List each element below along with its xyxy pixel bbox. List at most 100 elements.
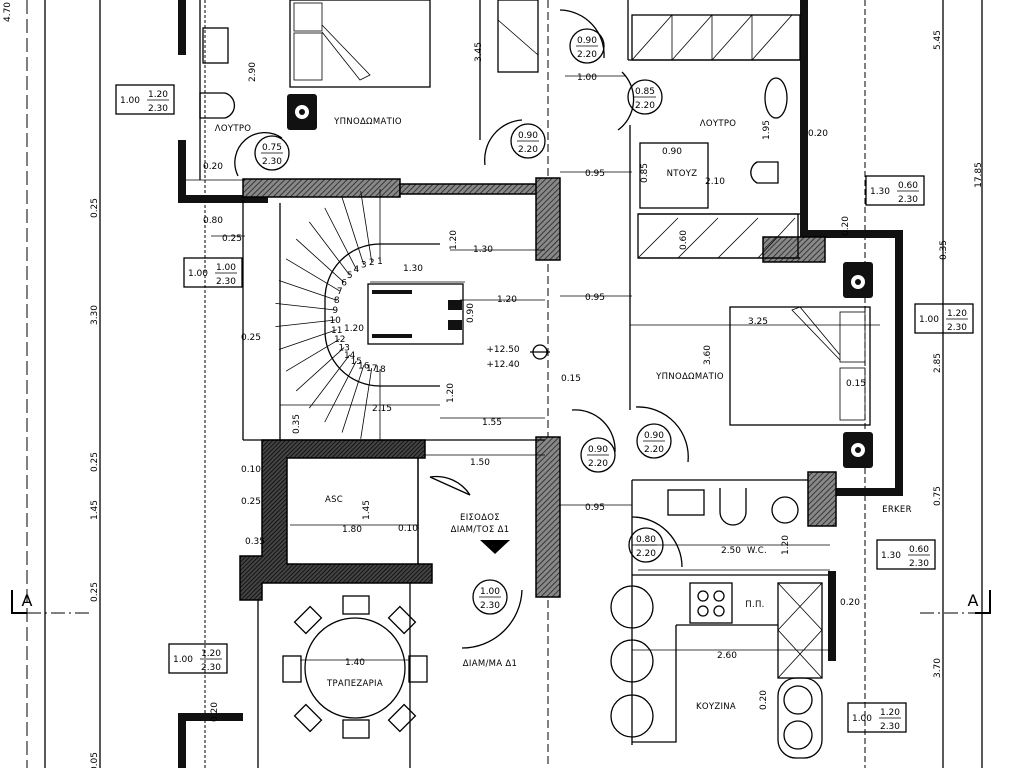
window-tag xyxy=(876,539,936,570)
dimension-label: 1.50 xyxy=(470,458,490,468)
stair-step-number: 11 xyxy=(331,326,342,336)
stair-step-number: 5 xyxy=(347,271,353,281)
dimension-label: 0.60 xyxy=(679,230,689,250)
dimension-label: 1.20 xyxy=(446,383,456,403)
room-label: ΛΟΥΤΡΟ xyxy=(700,119,737,129)
section-marker-left: A xyxy=(22,591,33,610)
door-width: 0.90 xyxy=(577,36,597,46)
room-label: ΥΠΝΟΔΩΜΑΤΙΟ xyxy=(333,117,402,127)
staircase xyxy=(324,243,464,387)
dimension-label: 1.45 xyxy=(90,500,100,520)
stair-step-number: 6 xyxy=(341,278,347,288)
stair-step-number: 17 xyxy=(366,364,377,374)
dimension-label: 0.90 xyxy=(466,303,476,323)
dimension-label: 0.20 xyxy=(840,598,860,608)
dimension-label: 1.20 xyxy=(344,324,364,334)
dimension-label: 0.15 xyxy=(561,374,581,384)
dimension-label: 0.20 xyxy=(203,162,223,172)
stair-tread xyxy=(341,197,365,265)
dimension-label: 0.25 xyxy=(241,497,261,507)
door-width: 0.90 xyxy=(518,131,538,141)
dimension-label: 0.20 xyxy=(759,690,769,710)
dimension-label: 4.70 xyxy=(3,2,13,22)
stair-step-number: 12 xyxy=(334,335,345,345)
room-label: ΝΤΟΥΖ xyxy=(667,169,698,179)
door-tag xyxy=(569,28,605,64)
stair-step-number: 3 xyxy=(361,261,367,271)
dimension-label: 0.20 xyxy=(210,702,220,722)
dimension-label: 0.10 xyxy=(398,524,418,534)
reference-lines xyxy=(11,0,991,768)
stair-step-number: 15 xyxy=(351,357,362,367)
window-tag xyxy=(183,257,243,288)
dimension-label: 2.90 xyxy=(248,62,258,82)
wardrobes xyxy=(497,0,801,259)
dimension-label: 3.45 xyxy=(474,42,484,62)
dimension-label: 2.60 xyxy=(717,651,737,661)
window-sill-height: 1.00 xyxy=(919,315,939,325)
dimension-label: 2.50 xyxy=(721,546,741,556)
door-width: 0.90 xyxy=(644,431,664,441)
dimension-label: 0.25 xyxy=(90,452,100,472)
room-label: ΥΠΝΟΔΩΜΑΤΙΟ xyxy=(655,372,724,382)
window-width: 1.20 xyxy=(201,649,221,659)
stair-step-number: 8 xyxy=(334,296,340,306)
beds xyxy=(287,0,873,468)
dimension-label: 5.45 xyxy=(933,30,943,50)
window-height: 2.30 xyxy=(947,323,967,333)
dimension-label: 3.60 xyxy=(703,345,713,365)
window-tag xyxy=(168,643,228,674)
room-label: Π.Π. xyxy=(745,600,764,610)
stair-step-number: 13 xyxy=(338,344,349,354)
stair-tread xyxy=(324,207,357,270)
door-width: 0.90 xyxy=(588,445,608,455)
walls xyxy=(178,0,903,768)
window-width: 1.20 xyxy=(880,708,900,718)
door-tag xyxy=(636,423,672,459)
section-marker-right: A xyxy=(968,591,979,610)
door-height: 2.20 xyxy=(588,459,608,469)
window-sill-height: 1.00 xyxy=(120,96,140,106)
dimension-label: 1.40 xyxy=(345,658,365,668)
dimension-label: 0.75 xyxy=(933,486,943,506)
room-label: ΛΟΥΤΡΟ xyxy=(215,124,252,134)
window-width: 1.20 xyxy=(947,309,967,319)
room-label: ΤΡΑΠΕΖΑΡΙΑ xyxy=(326,679,383,689)
stair-step-number: 16 xyxy=(358,361,370,371)
dining-table xyxy=(282,595,428,739)
dimension-label: 1.80 xyxy=(342,525,362,535)
door-width: 1.00 xyxy=(480,587,500,597)
stair-tread xyxy=(360,368,373,439)
dimension-label: +12.50 xyxy=(486,345,520,355)
dimension-label: 0.25 xyxy=(90,198,100,218)
window-tag xyxy=(115,84,175,115)
dimension-label: 2.15 xyxy=(372,404,392,414)
dimension-label: 0.25 xyxy=(90,582,100,602)
dimension-label: 0.35 xyxy=(939,240,949,260)
dimension-label: 17.85 xyxy=(974,162,984,188)
window-sill-height: 1.30 xyxy=(881,551,901,561)
dimension-label: 3.25 xyxy=(748,317,768,327)
window-sill-height: 1.00 xyxy=(173,655,193,665)
room-label: ΔΙΑΜ/ΜΑ Δ1 xyxy=(463,659,517,669)
stair-tread xyxy=(308,221,351,276)
stair-step-number: 14 xyxy=(344,351,356,361)
dimension-label: 2.10 xyxy=(705,177,725,187)
door-height: 2.30 xyxy=(480,601,500,611)
dimension-label: 3.30 xyxy=(90,305,100,325)
door-tag xyxy=(510,123,546,159)
dimension-label: 1.30 xyxy=(403,264,423,274)
stair-tread xyxy=(278,329,337,350)
window-height: 2.30 xyxy=(880,722,900,732)
stair-tread xyxy=(275,319,336,328)
window-tag xyxy=(865,175,925,206)
stair-tread xyxy=(278,280,337,301)
stair-step-number: 10 xyxy=(329,316,341,326)
stair-tread xyxy=(275,302,336,311)
stair-tread xyxy=(360,191,373,262)
door-tag xyxy=(254,135,290,171)
stair-tread xyxy=(285,258,340,292)
dimension-label: 0.10 xyxy=(241,465,261,475)
stair-tread xyxy=(295,238,345,283)
